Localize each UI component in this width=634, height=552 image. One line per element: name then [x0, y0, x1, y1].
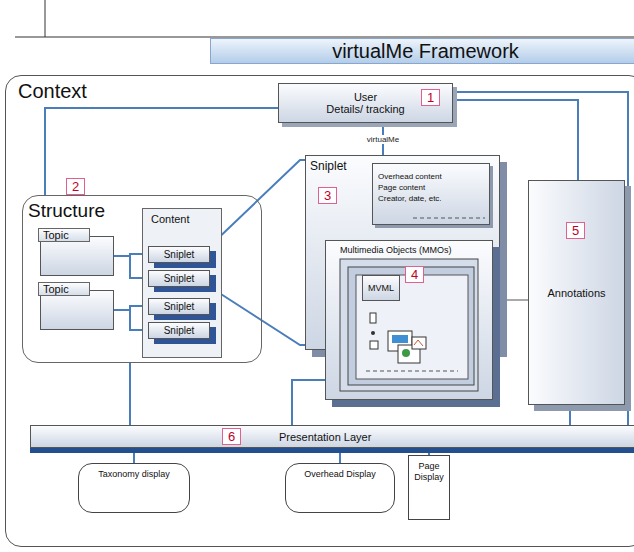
- edge-label: virtualMe: [365, 135, 401, 144]
- content-box: ContentSnipletSnipletSnipletSniplet: [142, 208, 222, 358]
- box-label: Sniplet: [164, 325, 195, 336]
- overhead-box: Overhead contentPage contentCreator, dat…: [372, 163, 490, 225]
- connector-line: [133, 448, 135, 463]
- box-label: MVML: [368, 283, 394, 293]
- context-region: Context UserDetails/ trackingStructureTop…: [5, 75, 634, 547]
- connector-line: [210, 160, 305, 246]
- region-label: Context: [18, 80, 87, 103]
- box-label: Sniplet: [164, 249, 195, 260]
- callout-number: 1: [421, 89, 440, 106]
- mmo-panel: Multimedia Objects (MMOs) MVML: [325, 240, 493, 400]
- box-label: Page Display: [411, 461, 447, 483]
- box-label: User: [354, 91, 377, 103]
- callout-number: 5: [566, 222, 585, 239]
- sniplet-box: Sniplet: [148, 298, 210, 315]
- panel-label: Multimedia Objects (MMOs): [340, 245, 452, 255]
- list-item: Overhead content: [378, 171, 485, 182]
- sniplet-box: Sniplet: [148, 246, 210, 263]
- panel-label: Sniplet: [310, 159, 347, 173]
- list-item: Creator, date, etc.: [378, 193, 485, 204]
- diagram-title: virtualMe Framework: [332, 40, 519, 63]
- title-banner: virtualMe Framework: [210, 38, 634, 64]
- annotations-box: Annotations: [528, 180, 625, 405]
- topic-box: Topic: [40, 290, 114, 330]
- connector-line: [428, 448, 430, 455]
- connector-line: [129, 363, 131, 425]
- box-label: Sniplet: [164, 273, 195, 284]
- callout-number: 4: [405, 266, 424, 283]
- connector-line: [339, 448, 341, 463]
- box-label: Details/ tracking: [326, 103, 404, 115]
- connector-line: [45, 108, 278, 195]
- list-item: Page content: [378, 182, 485, 193]
- sniplet-panel: Sniplet Overhead contentPage contentCrea…: [305, 155, 500, 350]
- connector-line: [569, 405, 571, 425]
- structure-region: StructureTopicTopicContentSnipletSniplet…: [22, 195, 262, 363]
- connector-line: [292, 380, 325, 425]
- box-label: Sniplet: [164, 301, 195, 312]
- display-box: Overhead Display: [285, 463, 395, 513]
- mmo-illustration: [326, 241, 494, 401]
- box-label: Taxonomy display: [81, 469, 187, 479]
- region-label: Structure: [28, 200, 105, 222]
- callout-number: 3: [318, 187, 337, 204]
- box-label: Annotations: [547, 287, 605, 299]
- box-label: Content: [151, 213, 190, 225]
- presentation-bar: Presentation Layer: [30, 425, 634, 448]
- callout-number: 2: [66, 178, 85, 195]
- callout-number: 6: [222, 428, 241, 445]
- connector-line: [210, 287, 305, 345]
- box-label: Overhead Display: [288, 469, 392, 479]
- topic-box: Topic: [40, 236, 114, 276]
- bar-label: Presentation Layer: [279, 431, 371, 443]
- topic-label: Topic: [38, 228, 90, 242]
- rule-line: [45, 0, 46, 37]
- sniplet-box: Sniplet: [148, 322, 210, 339]
- sniplet-box: Sniplet: [148, 270, 210, 287]
- display-box: Page Display: [408, 455, 450, 520]
- display-box: Taxonomy display: [78, 463, 190, 513]
- topic-label: Topic: [38, 282, 90, 296]
- mvml-card: MVML: [362, 275, 400, 301]
